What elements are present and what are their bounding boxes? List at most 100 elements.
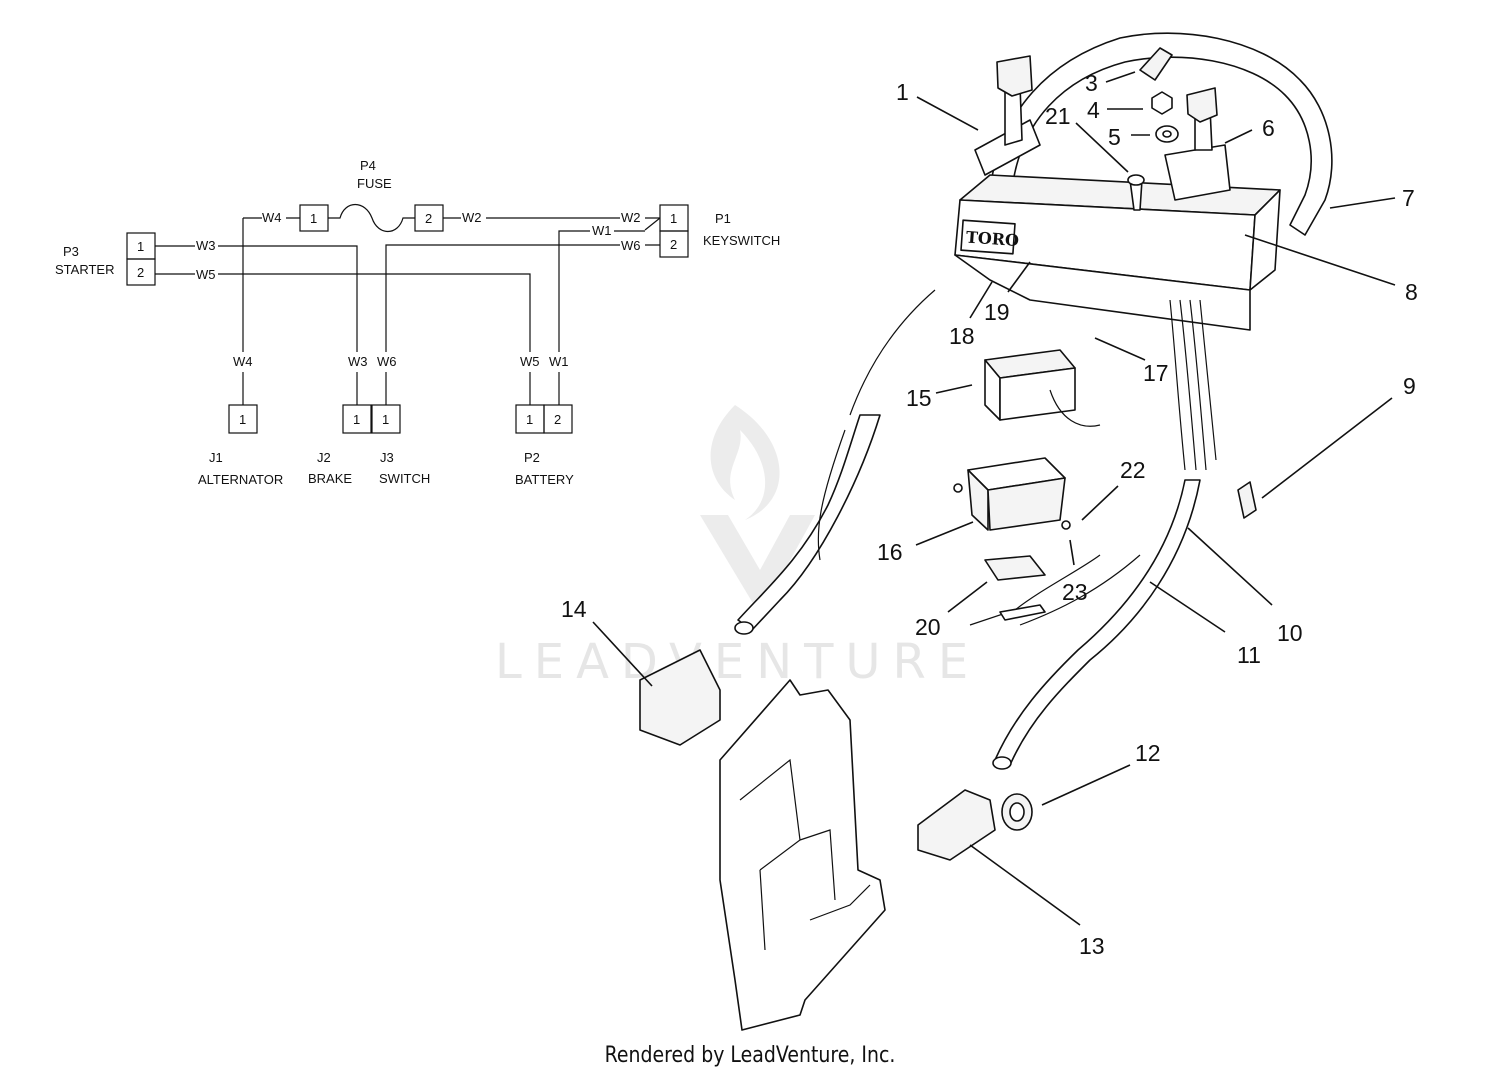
callout-12: 12	[1135, 740, 1161, 766]
pad	[984, 555, 1046, 581]
callout-23: 23	[1062, 579, 1088, 605]
switch-pin1-box	[371, 404, 401, 434]
keyswitch-pin1: 1	[670, 211, 677, 226]
brake-pin1: 1	[353, 412, 360, 427]
handle-bracket-right	[917, 789, 996, 861]
control-panel-lower	[954, 254, 1251, 331]
callout-4: 4	[1087, 97, 1100, 123]
callout-13: 13	[1079, 933, 1105, 959]
starter-name: STARTER	[55, 262, 114, 277]
wire-label-w6-bottom: W6	[377, 354, 397, 369]
fuse-pin2: 2	[425, 211, 432, 226]
callouts: 1 21 3 4 5 6 7 8 9 10 11 12 13 14 15 16 …	[561, 70, 1418, 959]
battery-pin2: 2	[554, 412, 561, 427]
battery-tray-front	[987, 477, 1066, 531]
footer-credit: Rendered by LeadVenture, Inc.	[604, 1043, 896, 1068]
wire-label-w3-left: W3	[196, 238, 216, 253]
callout-7: 7	[1402, 185, 1415, 211]
fuse-id: P4	[360, 158, 376, 173]
keyswitch-id: P1	[715, 211, 731, 226]
wire-w5	[155, 273, 531, 352]
wire-w6	[385, 244, 660, 352]
wiring-schematic: P4 FUSE 1 2 1 2 P1 KEYSWITCH P3 STARTER …	[55, 158, 780, 487]
wire-label-w5-bottom: W5	[520, 354, 540, 369]
handle-loop	[989, 32, 1333, 236]
switch-connector	[1237, 481, 1257, 519]
battery-pin1: 1	[526, 412, 533, 427]
battery-id: P2	[524, 450, 540, 465]
wire-label-w1-bottom: W1	[549, 354, 569, 369]
callout-22: 22	[1120, 457, 1146, 483]
lever-knob-left	[996, 55, 1033, 97]
callout-14: 14	[561, 596, 587, 622]
starter-pin1: 1	[137, 239, 144, 254]
callout-6: 6	[1262, 115, 1275, 141]
callout-3: 3	[1085, 70, 1098, 96]
brake-id: J2	[317, 450, 331, 465]
leader-lines	[592, 71, 1396, 926]
battery-tray-side	[967, 469, 989, 531]
key	[1139, 47, 1173, 81]
nut	[1151, 91, 1173, 115]
lever-base-right	[1164, 144, 1231, 201]
brake-bar	[999, 604, 1046, 621]
cable-left	[849, 289, 936, 416]
callout-19: 19	[984, 299, 1010, 325]
alternator-pin1-box	[228, 404, 258, 434]
fuse-name: FUSE	[357, 176, 392, 191]
wire-label-w4-top: W4	[262, 210, 282, 225]
wire-w1-key	[644, 217, 661, 231]
toro-logo-plate	[960, 219, 1016, 255]
callout-21: 21	[1045, 103, 1071, 129]
wire-w3	[155, 245, 358, 352]
handle-bracket-left	[639, 649, 721, 746]
alternator-pin1: 1	[239, 412, 246, 427]
battery-lead	[1049, 389, 1101, 427]
battery-pin2-box	[543, 404, 573, 434]
callout-9: 9	[1403, 373, 1416, 399]
alternator-id: J1	[209, 450, 223, 465]
brake-name: BRAKE	[308, 471, 352, 486]
watermark-text: LEADVENTURE	[495, 634, 980, 690]
fuse-pin1: 1	[310, 211, 317, 226]
switch-name: SWITCH	[379, 471, 430, 486]
wire-label-w4-bottom: W4	[233, 354, 253, 369]
watermark: LEADVENTURE	[495, 405, 980, 690]
starter-pin2-box	[126, 258, 156, 286]
alternator-name: ALTERNATOR	[198, 472, 283, 487]
callout-1: 1	[896, 79, 909, 105]
wire-label-w6-right: W6	[621, 238, 641, 253]
wire-label-w2-right: W2	[621, 210, 641, 225]
wire-w1	[558, 230, 645, 352]
wire-label-w3-bottom: W3	[348, 354, 368, 369]
brake-pin1-box	[342, 404, 372, 434]
wire-label-w1-right: W1	[592, 223, 612, 238]
control-panel-side	[1249, 189, 1281, 291]
callout-18: 18	[949, 323, 975, 349]
battery-name: BATTERY	[515, 472, 574, 487]
callout-10: 10	[1277, 620, 1303, 646]
lever-knob-right	[1186, 87, 1218, 123]
callout-20: 20	[915, 614, 941, 640]
battery-front	[999, 367, 1076, 421]
fuse-element	[328, 203, 415, 233]
callout-5: 5	[1108, 124, 1121, 150]
wire-label-w5-left: W5	[196, 267, 216, 282]
callout-17: 17	[1143, 360, 1169, 386]
exploded-view: TORO	[561, 32, 1418, 1031]
starter-pin2: 2	[137, 265, 144, 280]
callout-8: 8	[1405, 279, 1418, 305]
deck-housing	[719, 679, 886, 1031]
wire-harness	[1169, 299, 1217, 471]
callout-15: 15	[906, 385, 932, 411]
starter-id: P3	[63, 244, 79, 259]
handle-tube-left	[737, 414, 881, 631]
switch-id: J3	[380, 450, 394, 465]
toro-logo: TORO	[965, 227, 1019, 250]
wire-drops	[242, 372, 560, 405]
callout-11: 11	[1237, 642, 1261, 668]
callout-16: 16	[877, 539, 903, 565]
keyswitch-pin2-box	[659, 230, 689, 258]
keyswitch-pin2: 2	[670, 237, 677, 252]
